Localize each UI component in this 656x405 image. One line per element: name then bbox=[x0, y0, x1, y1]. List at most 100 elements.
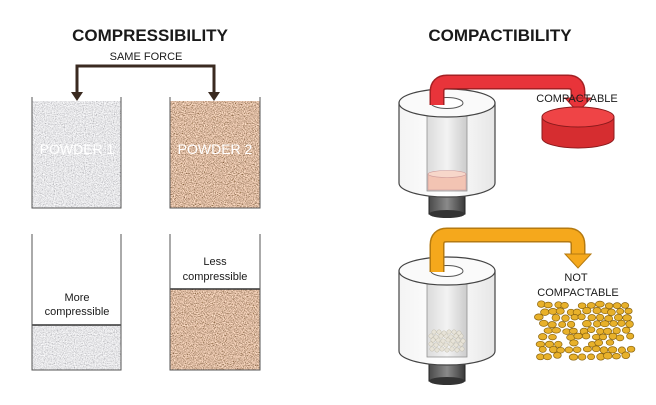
granule bbox=[612, 302, 622, 309]
tablet bbox=[541, 106, 615, 149]
granule bbox=[617, 319, 626, 327]
more-compressible-line1: More bbox=[64, 292, 89, 304]
granule bbox=[622, 326, 631, 334]
powder1-compressed-fill bbox=[32, 325, 121, 370]
powder1-label: POWDER 1 bbox=[40, 141, 115, 157]
granule bbox=[615, 334, 625, 342]
granule bbox=[560, 302, 569, 309]
more-compressible-line2: compressible bbox=[45, 306, 110, 318]
granule bbox=[577, 302, 587, 309]
not-compactable-line2: COMPACTABLE bbox=[537, 287, 619, 299]
granule bbox=[549, 345, 558, 354]
granule bbox=[595, 300, 605, 308]
granule bbox=[621, 351, 631, 360]
granule bbox=[581, 332, 591, 340]
granule-pile bbox=[534, 300, 636, 361]
granule bbox=[593, 320, 602, 328]
granule bbox=[621, 302, 630, 309]
granule bbox=[577, 313, 586, 321]
granule bbox=[570, 314, 579, 321]
granule bbox=[544, 340, 555, 348]
die-top bbox=[398, 88, 496, 218]
granule bbox=[592, 307, 602, 315]
granule bbox=[553, 351, 562, 359]
granule bbox=[625, 320, 634, 328]
granule bbox=[605, 339, 615, 346]
granule bbox=[587, 314, 597, 322]
granule bbox=[614, 313, 623, 322]
granule bbox=[573, 332, 583, 340]
granule bbox=[539, 319, 549, 327]
granule bbox=[626, 332, 635, 340]
granule bbox=[569, 339, 579, 347]
granule bbox=[547, 321, 557, 329]
container-1-top bbox=[31, 97, 122, 209]
granule bbox=[612, 327, 621, 335]
same-force-label: SAME FORCE bbox=[110, 51, 183, 63]
compressibility-title: COMPRESSIBILITY bbox=[72, 26, 229, 45]
granule bbox=[551, 313, 561, 322]
powder2-compressed-fill bbox=[170, 289, 260, 370]
granule bbox=[572, 346, 582, 353]
granule bbox=[607, 346, 618, 354]
granule bbox=[538, 346, 547, 353]
powder2-fill bbox=[170, 101, 260, 208]
granule bbox=[564, 346, 574, 354]
granule bbox=[587, 326, 596, 333]
less-compressible-line2: compressible bbox=[183, 271, 248, 283]
granule bbox=[600, 320, 610, 328]
granule bbox=[596, 313, 605, 322]
granule bbox=[558, 321, 567, 328]
granule bbox=[591, 345, 601, 353]
compactibility-title: COMPACTIBILITY bbox=[428, 26, 572, 45]
granule bbox=[568, 353, 579, 361]
granule bbox=[536, 353, 545, 361]
less-compressible-line1: Less bbox=[203, 256, 227, 268]
granule bbox=[612, 353, 621, 360]
orange-arrow bbox=[429, 227, 593, 272]
granule bbox=[587, 353, 596, 361]
arrow-head-right bbox=[208, 92, 220, 101]
granule bbox=[567, 320, 576, 328]
granule bbox=[582, 345, 592, 353]
not-compactable-line1: NOT bbox=[564, 272, 588, 284]
powder1-fill bbox=[32, 101, 121, 208]
granule bbox=[582, 306, 592, 315]
granule bbox=[586, 302, 596, 309]
arrow-head-left bbox=[71, 92, 83, 101]
granule bbox=[616, 308, 625, 315]
container-1-bottom bbox=[31, 234, 122, 371]
granule bbox=[596, 328, 605, 335]
granule bbox=[603, 327, 613, 335]
granule bbox=[577, 353, 587, 361]
die-bottom bbox=[398, 256, 496, 385]
granule bbox=[582, 320, 592, 328]
granule bbox=[598, 333, 608, 341]
force-arrow bbox=[75, 64, 216, 93]
granule bbox=[607, 308, 616, 316]
granule bbox=[548, 333, 557, 341]
granule bbox=[555, 307, 565, 315]
container-2-bottom bbox=[169, 234, 261, 371]
granule bbox=[626, 345, 636, 353]
granule bbox=[602, 351, 613, 360]
granule bbox=[609, 320, 618, 327]
granule bbox=[543, 301, 553, 309]
granule bbox=[534, 313, 544, 321]
powder2-label: POWDER 2 bbox=[178, 141, 253, 157]
granule bbox=[624, 307, 633, 315]
granule bbox=[543, 327, 553, 334]
red-arrow bbox=[429, 74, 593, 113]
compactable-label: COMPACTABLE bbox=[536, 93, 618, 105]
granule bbox=[622, 314, 632, 322]
granule bbox=[561, 314, 570, 322]
loose-granules-in-die bbox=[428, 329, 466, 353]
granule bbox=[569, 327, 578, 335]
granule bbox=[594, 339, 604, 347]
container-2-top bbox=[169, 97, 261, 209]
granule bbox=[608, 332, 618, 340]
granule bbox=[543, 353, 552, 361]
granule bbox=[551, 327, 561, 334]
granule bbox=[538, 333, 548, 341]
